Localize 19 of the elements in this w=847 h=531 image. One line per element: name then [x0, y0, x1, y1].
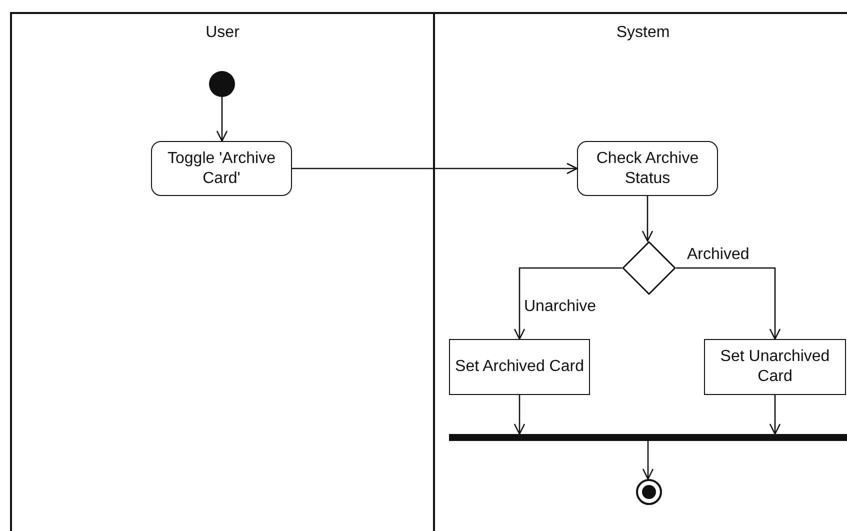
flow-arrow	[514, 395, 526, 435]
flow-arrow	[769, 395, 781, 435]
final-node	[636, 479, 662, 505]
flow-arrow	[642, 441, 654, 480]
action-box: Check Archive Status	[577, 141, 718, 196]
lane-title: System	[616, 24, 670, 42]
flow-arrow	[642, 196, 654, 242]
swimlane	[10, 12, 435, 531]
action-box: Toggle 'Archive Card'	[151, 141, 292, 196]
join-bar	[449, 434, 847, 441]
flow-arrow	[216, 97, 228, 142]
flow-arrow	[514, 267, 622, 340]
action-box: Set Unarchived Card	[704, 339, 846, 395]
initial-node	[209, 71, 235, 97]
flow-arrow	[676, 267, 781, 340]
lane-title: User	[206, 24, 240, 42]
decision-diamond	[622, 241, 676, 295]
flow-arrow	[292, 162, 578, 174]
action-box: Set Archived Card	[449, 339, 590, 395]
